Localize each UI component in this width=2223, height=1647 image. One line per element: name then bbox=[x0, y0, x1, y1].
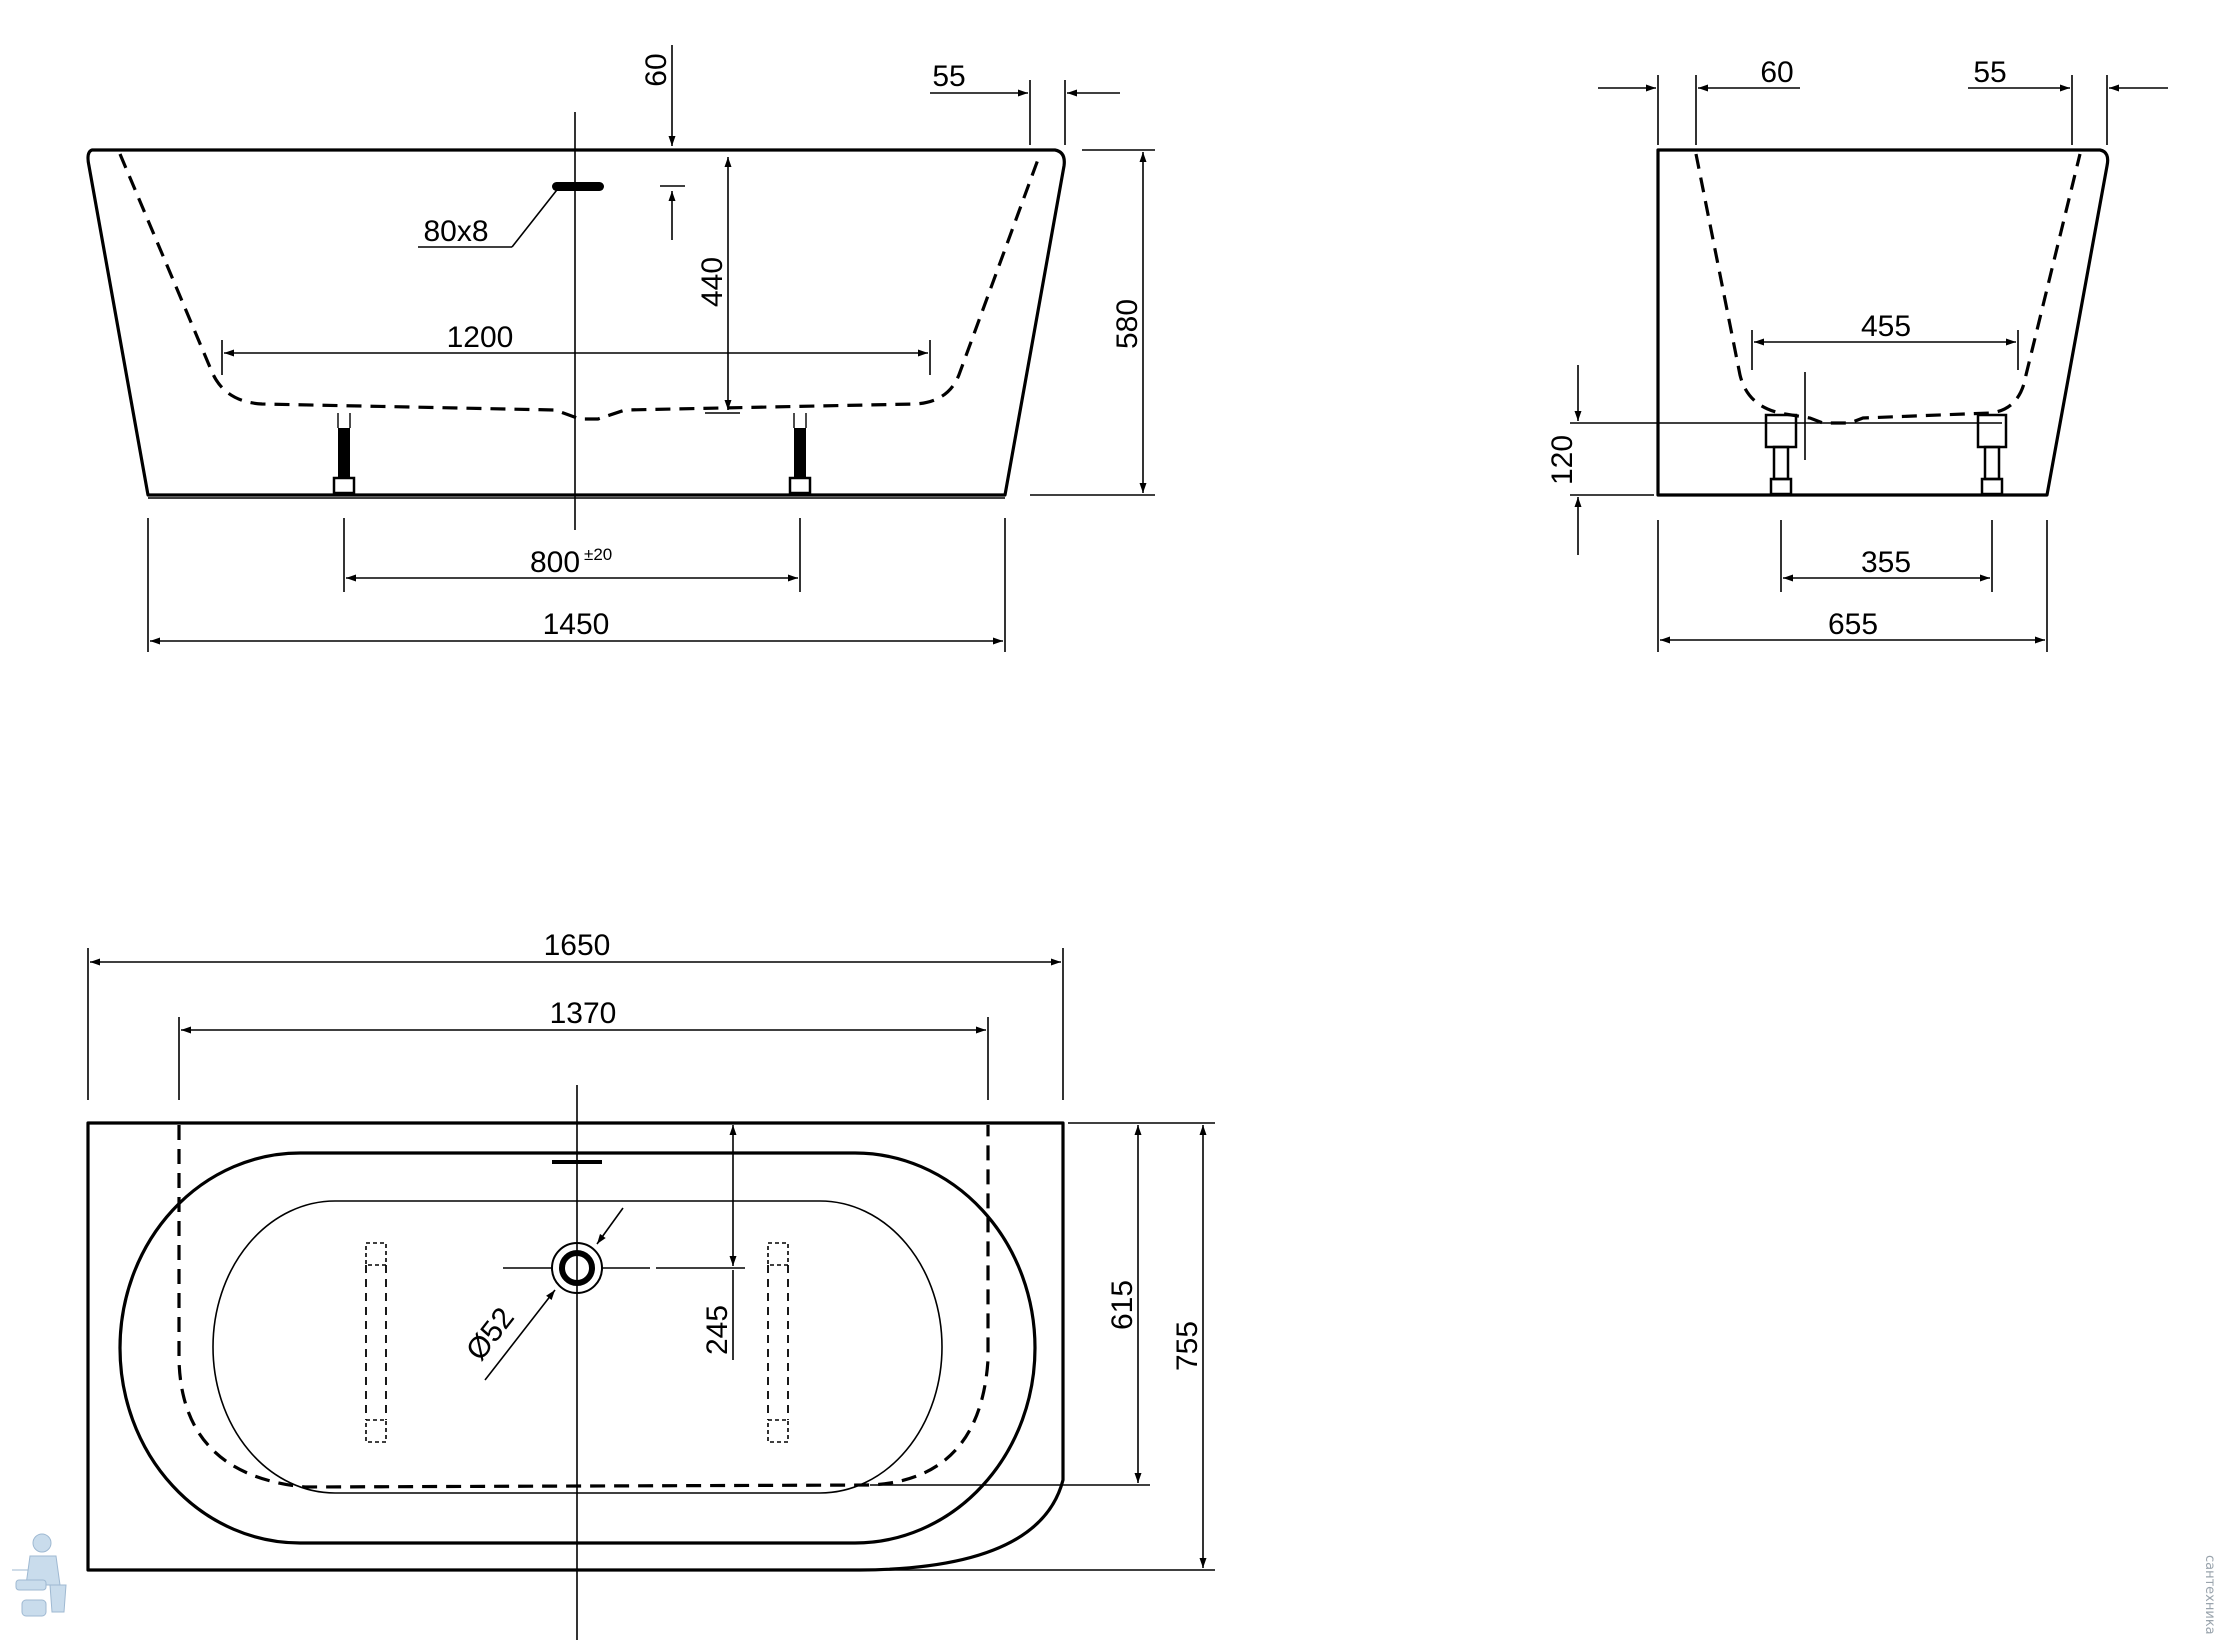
top-foot-right bbox=[767, 1242, 789, 1443]
overflow-slot bbox=[552, 182, 604, 191]
side-foot-left bbox=[1764, 413, 1798, 496]
dim-overflow-size: 80x8 bbox=[418, 185, 561, 248]
dim-front-inner-bottom: 1200 bbox=[221, 321, 931, 375]
dim-drain-diameter: Ø52 bbox=[460, 1207, 624, 1381]
dim-front-height: 580 bbox=[1030, 149, 1155, 496]
dim-side-base-width-label: 655 bbox=[1828, 608, 1878, 641]
dim-front-overflow-offset-label: 60 bbox=[640, 53, 673, 86]
top-basin-ellipse bbox=[212, 1200, 943, 1494]
dim-side-foot-height-label: 120 bbox=[1546, 435, 1579, 485]
front-foot-right bbox=[788, 413, 812, 495]
dim-side-base-width: 655 bbox=[1657, 520, 2048, 652]
dim-side-feet-spacing: 355 bbox=[1780, 520, 1993, 592]
top-hidden-inner bbox=[177, 1125, 990, 1489]
front-outline bbox=[86, 148, 1066, 497]
dim-side-rim-right-label: 55 bbox=[1973, 56, 2006, 89]
dim-drain-offset: 245 bbox=[701, 1125, 737, 1360]
top-foot-left bbox=[365, 1242, 387, 1443]
dim-front-rim: 55 bbox=[930, 60, 1120, 145]
top-outline bbox=[86, 1121, 1065, 1572]
dim-drain-offset-label: 245 bbox=[701, 1305, 734, 1355]
dim-overflow-size-label: 80x8 bbox=[423, 215, 488, 248]
side-outline bbox=[1656, 148, 2110, 497]
front-foot-left bbox=[332, 413, 356, 495]
dim-front-feet-spacing: 800 ±20 bbox=[343, 518, 801, 592]
dim-side-rim-right: 55 bbox=[1968, 56, 2168, 145]
plumber-logo-icon bbox=[12, 1533, 67, 1617]
dim-side-rim-left: 60 bbox=[1598, 56, 1800, 145]
dim-side-rim-left-label: 60 bbox=[1760, 56, 1793, 89]
dim-top-inner-width-label: 615 bbox=[1106, 1280, 1139, 1330]
dim-front-overflow-offset: 60 bbox=[640, 45, 685, 240]
dim-side-foot-height: 120 bbox=[1546, 365, 1654, 555]
dim-top-inner-length-label: 1370 bbox=[550, 997, 617, 1030]
top-view: 1650 1370 Ø52 245 615 bbox=[86, 929, 1215, 1640]
dim-front-rim-label: 55 bbox=[932, 60, 965, 93]
dim-top-inner-length: 1370 bbox=[178, 997, 989, 1100]
watermark-text: сантехника bbox=[2202, 1555, 2217, 1635]
front-inner-hidden bbox=[118, 153, 1042, 421]
side-view: 60 55 455 120 355 bbox=[1546, 56, 2168, 652]
dim-front-feet-spacing-label: 800 bbox=[530, 546, 580, 579]
dim-top-total-length: 1650 bbox=[87, 929, 1064, 1100]
dim-front-feet-tolerance: ±20 bbox=[584, 545, 612, 564]
side-foot-right bbox=[1976, 413, 2008, 496]
dim-top-total-width-label: 755 bbox=[1171, 1321, 1204, 1371]
dim-side-inner-bottom-label: 455 bbox=[1861, 310, 1911, 343]
watermark: сантехника bbox=[12, 1533, 2217, 1635]
side-inner-hidden bbox=[1694, 153, 2082, 425]
dim-front-inner-bottom-label: 1200 bbox=[447, 321, 514, 354]
dim-front-inner-depth: 440 bbox=[696, 157, 740, 414]
dim-top-total-width: 755 bbox=[870, 1122, 1215, 1571]
dim-side-inner-bottom: 455 bbox=[1751, 310, 2019, 370]
dim-front-base-length: 1450 bbox=[147, 518, 1006, 652]
dim-front-base-length-label: 1450 bbox=[543, 608, 610, 641]
dim-drain-diameter-label: Ø52 bbox=[460, 1302, 521, 1367]
dim-front-inner-depth-label: 440 bbox=[696, 257, 729, 307]
dim-top-inner-width: 615 bbox=[870, 1122, 1160, 1486]
dim-top-total-length-label: 1650 bbox=[544, 929, 611, 962]
dim-front-height-label: 580 bbox=[1111, 299, 1144, 349]
dim-side-feet-spacing-label: 355 bbox=[1861, 546, 1911, 579]
top-rim-ellipse bbox=[118, 1151, 1037, 1545]
front-view: 60 55 80x8 1200 440 bbox=[86, 45, 1155, 652]
